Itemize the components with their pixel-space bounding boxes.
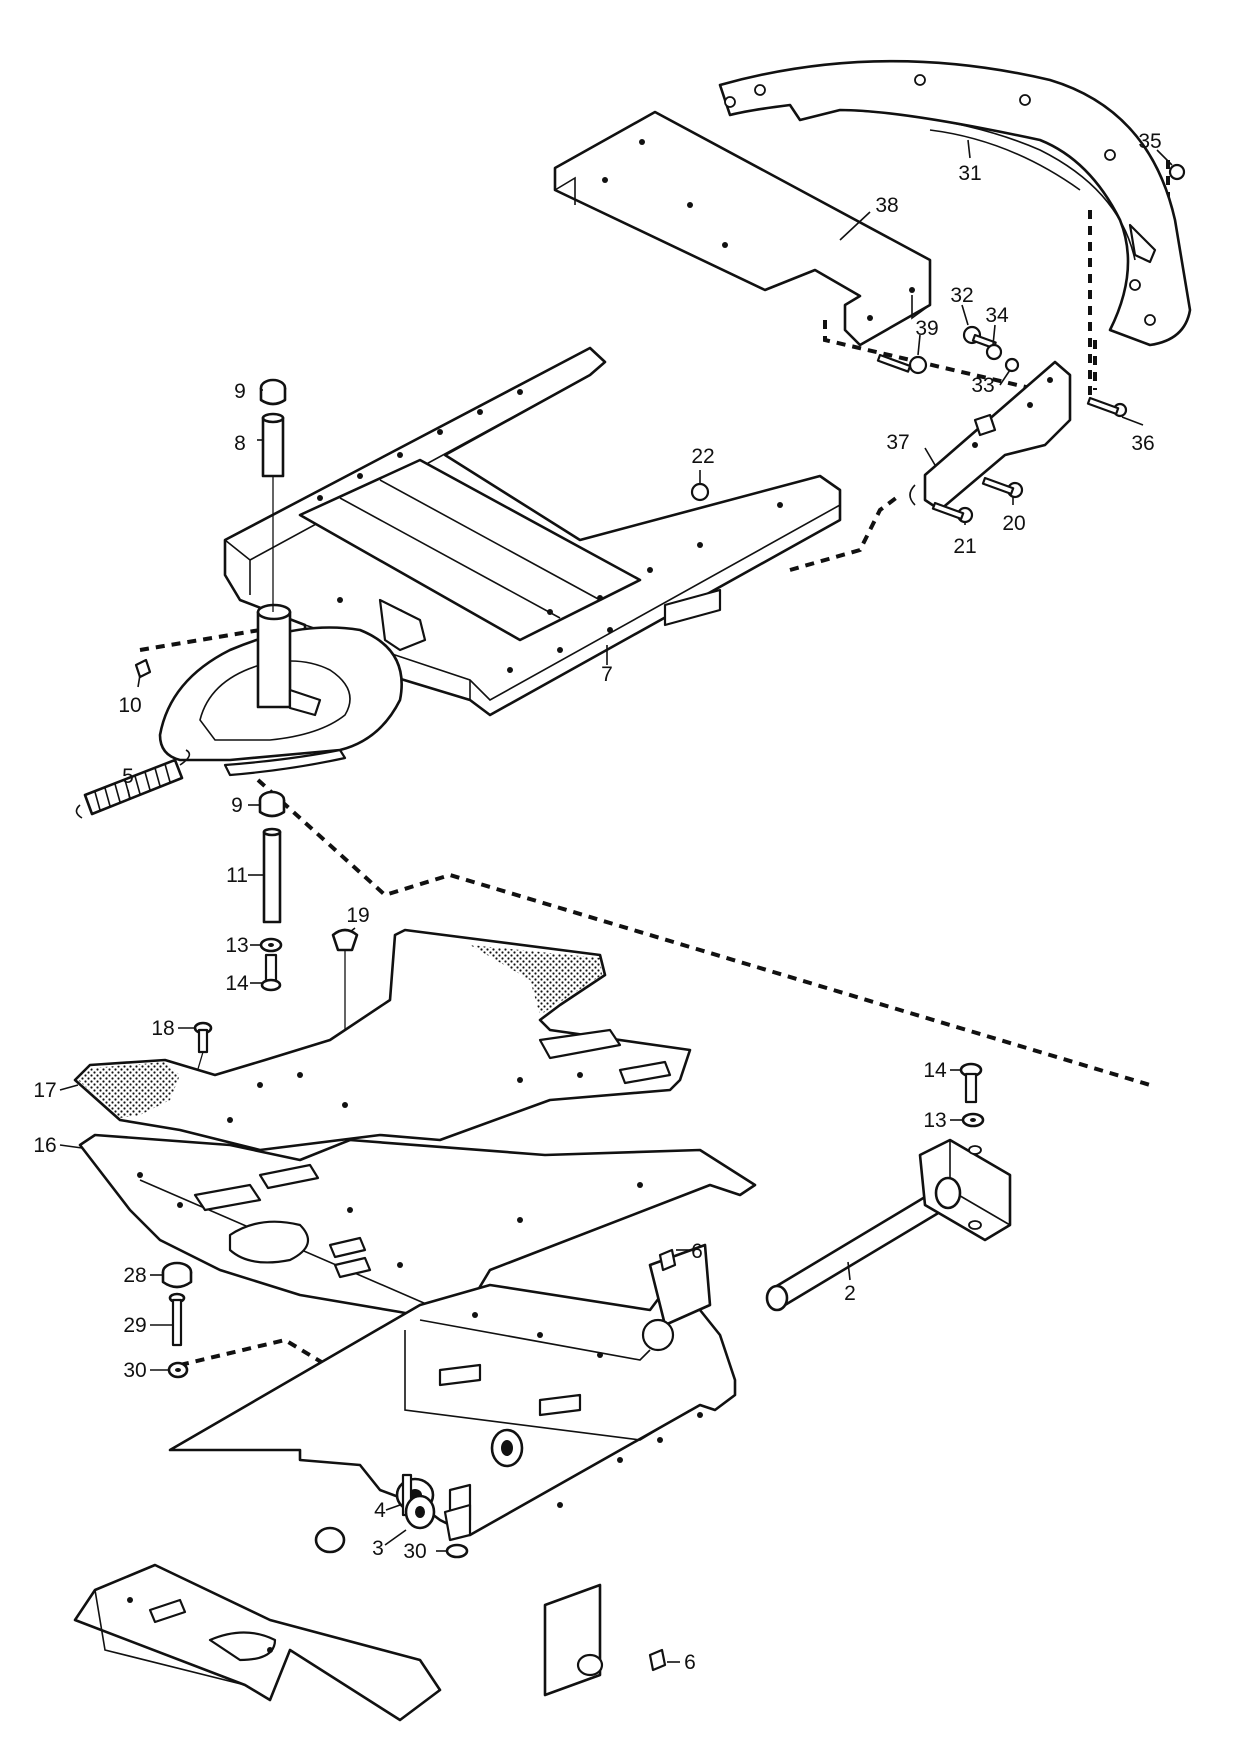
callout-21: 21 (953, 535, 976, 558)
callout-13-right: 13 (923, 1109, 946, 1132)
part-37-bracket (909, 360, 1072, 512)
callout-28: 28 (123, 1264, 146, 1287)
part-3-4-30-center (401, 1473, 472, 1559)
hardware-top-right (690, 163, 1186, 524)
callout-20: 20 (1002, 512, 1025, 535)
callout-32: 32 (950, 284, 973, 307)
callout-9-lower: 9 (231, 794, 243, 817)
pivot-plate-assembly (158, 598, 427, 777)
callout-9-upper: 9 (234, 380, 246, 403)
callout-18: 18 (151, 1017, 174, 1040)
part-9-8-top (259, 378, 287, 612)
callout-29: 29 (123, 1314, 146, 1337)
callout-7: 7 (601, 663, 613, 686)
part-16-floor-plate (78, 1133, 757, 1322)
callout-38: 38 (875, 194, 898, 217)
callout-30-left: 30 (123, 1359, 146, 1382)
part-31-rear-bar (718, 59, 1192, 347)
callout-6-upper: 6 (691, 1240, 703, 1263)
part-9-11-13-14-lower (258, 790, 286, 992)
callout-30-center: 30 (403, 1540, 426, 1563)
callout-19: 19 (346, 904, 369, 927)
callout-14-right: 14 (923, 1059, 947, 1082)
callout-4: 4 (374, 1499, 386, 1522)
callout-3: 3 (372, 1537, 384, 1560)
callout-31: 31 (958, 162, 981, 185)
callout-labels: 35 31 38 32 34 39 33 36 37 20 21 22 9 8 … (33, 130, 1161, 1674)
callout-37: 37 (886, 431, 909, 454)
part-10-fitting (134, 658, 152, 679)
callout-36: 36 (1131, 432, 1154, 455)
part-38-seat-plate (553, 110, 932, 347)
callout-17: 17 (33, 1079, 56, 1102)
callout-11: 11 (226, 864, 248, 887)
callout-8: 8 (234, 432, 246, 455)
part-6-fittings (648, 1248, 677, 1672)
callout-35: 35 (1138, 130, 1161, 153)
lower-chassis-frame (73, 1243, 737, 1722)
part-28-29-30-stack (161, 1261, 193, 1379)
callout-10: 10 (118, 694, 141, 717)
callout-2: 2 (844, 1282, 856, 1305)
part-5-spring (75, 749, 191, 819)
part-17-floor-plate (73, 928, 692, 1152)
callout-14-left: 14 (225, 972, 249, 995)
callout-34: 34 (985, 304, 1009, 327)
callout-39: 39 (915, 317, 938, 340)
callout-6-lower: 6 (684, 1651, 696, 1674)
callout-5: 5 (122, 765, 134, 788)
callout-33: 33 (971, 374, 994, 397)
part-2-axle-bracket (765, 1062, 1012, 1312)
callout-13-left: 13 (225, 934, 248, 957)
leader-lines (59, 139, 1173, 1663)
callout-22: 22 (691, 445, 714, 468)
callout-16: 16 (33, 1134, 56, 1157)
